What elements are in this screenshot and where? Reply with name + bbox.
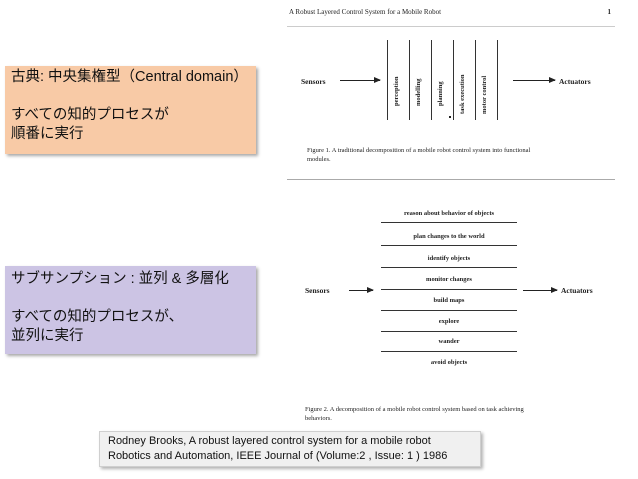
fig1-dot-mark [449, 116, 451, 118]
fig2-layer-line [381, 310, 517, 311]
fig1-module-planning: planning [437, 81, 444, 106]
fig2-actuators-label: Actuators [561, 286, 593, 295]
fig1-output-arrow [513, 77, 556, 83]
fig2-layer-label: wander [438, 338, 460, 345]
subsumption-architecture-note: サブサンプション : 並列 & 多層化 すべての知的プロセスが、 並列に実行 [5, 266, 256, 354]
fig1-module-divider [497, 40, 498, 120]
fig2-input-arrow [349, 287, 374, 293]
fig1-module-divider [475, 40, 476, 120]
citation-line: Rodney Brooks, A robust layered control … [108, 435, 431, 447]
fig1-module-task-execution: task execution [459, 74, 466, 114]
fig1-module-perception: perception [393, 76, 400, 107]
fig1-caption-line1: Figure 1. A traditional decomposition of… [307, 147, 531, 154]
fig1-actuators-label: Actuators [559, 77, 591, 86]
classic-note-line: 順番に実行 [11, 126, 84, 142]
fig2-caption-line2: behaviors. [305, 415, 332, 422]
fig2-layer-line [381, 245, 517, 246]
citation-line: Robotics and Automation, IEEE Journal of… [108, 450, 448, 462]
classic-note-line: すべての知的プロセスが [11, 107, 169, 123]
fig2-layer-label: explore [438, 318, 460, 325]
citation-box: Rodney Brooks, A robust layered control … [99, 431, 481, 467]
fig2-layer-label: plan changes to the world [413, 233, 485, 240]
subsumption-note-line: すべての知的プロセスが、 [11, 309, 184, 325]
fig1-module-divider [431, 40, 432, 120]
fig1-module-divider [387, 40, 388, 120]
subsumption-note-title: サブサンプション : 並列 & 多層化 [11, 271, 229, 287]
fig1-sensors-label: Sensors [301, 77, 326, 86]
fig2-layer-label: avoid objects [430, 359, 468, 366]
classic-note-spacer [11, 87, 250, 106]
paper-page-number: 1 [607, 8, 612, 16]
fig2-output-arrow [523, 287, 558, 293]
fig2-layer-line [381, 222, 517, 223]
fig1-caption: Figure 1. A traditional decomposition of… [307, 146, 607, 164]
figure-1: Sensors perception modelling planning ta… [283, 30, 623, 165]
classic-architecture-note: 古典: 中央集権型（Central domain） すべての知的プロセスが 順番… [5, 66, 256, 154]
header-rule [287, 26, 615, 27]
fig1-input-arrow [340, 77, 381, 83]
fig1-module-modelling: modelling [415, 78, 422, 106]
subsumption-note-spacer [11, 289, 250, 308]
paper-header-title: A Robust Layered Control System for a Mo… [289, 8, 442, 16]
fig1-caption-line2: modules. [307, 156, 331, 163]
classic-note-title: 古典: 中央集権型（Central domain） [11, 69, 248, 85]
fig2-caption: Figure 2. A decomposition of a mobile ro… [305, 405, 610, 423]
fig2-layer-line [381, 331, 517, 332]
fig2-layer-label: reason about behavior of objects [403, 210, 495, 217]
subsumption-note-line: 並列に実行 [11, 328, 84, 344]
fig2-layer-label: build maps [433, 297, 465, 304]
figure-2: Sensors reason about behavior of objects… [283, 200, 623, 425]
paper-scan: A Robust Layered Control System for a Mo… [283, 0, 623, 430]
fig1-module-stack: perception modelling planning task execu… [387, 40, 507, 120]
fig2-layer-line [381, 267, 517, 268]
fig2-layer-label: identify objects [427, 255, 471, 262]
fig1-module-divider [409, 40, 410, 120]
fig1-module-divider [453, 40, 454, 120]
fig2-layer-label: monitor changes [426, 276, 472, 283]
figure-separator [287, 179, 615, 180]
fig2-layer-line [381, 351, 517, 352]
fig2-sensors-label: Sensors [305, 286, 330, 295]
fig2-caption-line1: Figure 2. A decomposition of a mobile ro… [305, 406, 524, 413]
fig2-layer-line [381, 289, 517, 290]
fig1-module-motor-control: motor control [481, 75, 488, 114]
